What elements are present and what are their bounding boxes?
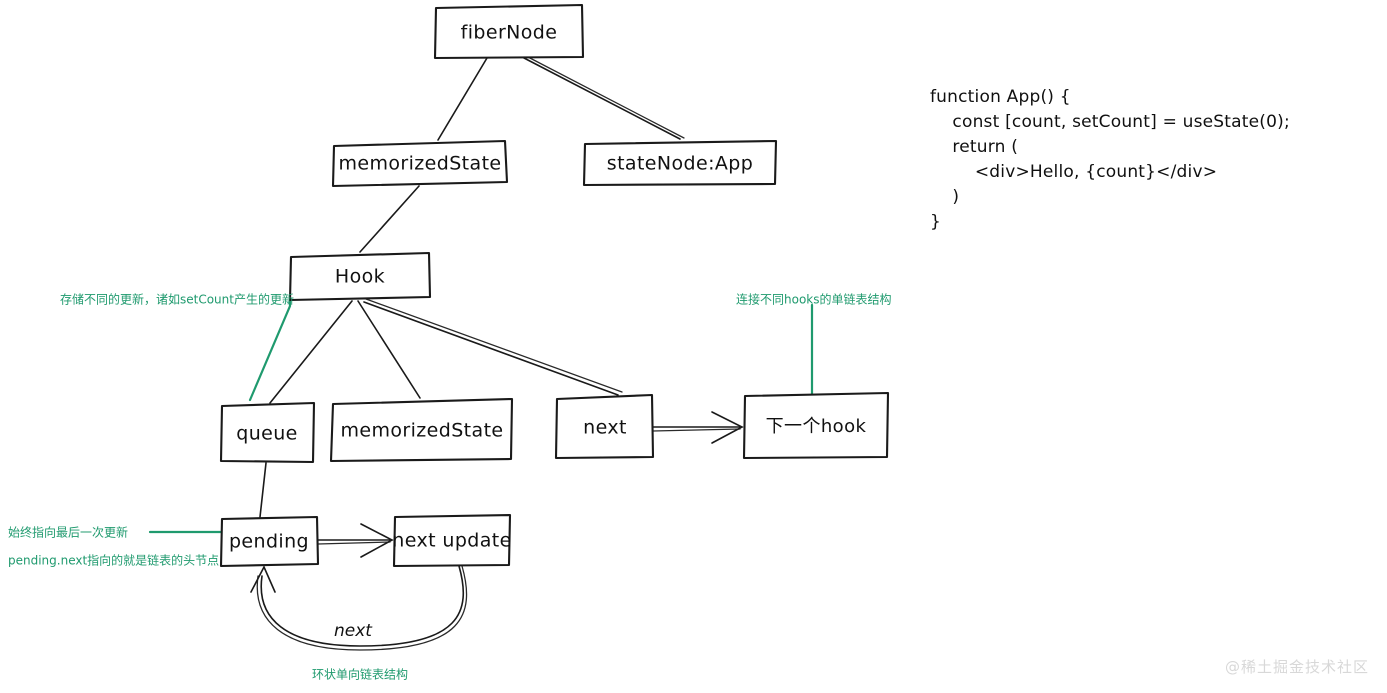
arrowhead-next-nexthook — [711, 411, 744, 444]
node-memorizedstate-top-label: memorizedState — [338, 153, 501, 175]
edge-fibernode-statenode-shadow — [527, 56, 685, 139]
node-fibernode-label: fiberNode — [461, 22, 558, 44]
node-hook[interactable]: Hook — [288, 251, 432, 302]
node-next-outline — [554, 393, 655, 460]
code-snippet: function App() { const [count, setCount]… — [930, 87, 1290, 232]
node-hook-outline — [288, 251, 432, 302]
node-statenode-app-outline — [582, 139, 778, 187]
edge-hook-next — [363, 301, 619, 396]
node-queue-outline — [219, 401, 316, 464]
node-pending-outline — [219, 515, 320, 568]
node-next-update-outline — [392, 513, 512, 568]
edge-next-nexthook-shadow — [652, 428, 741, 432]
edge-fibernode-memorizedstate — [437, 57, 488, 141]
edge-hook-memorizedstate — [357, 300, 421, 399]
node-next-update[interactable]: next update — [392, 513, 512, 568]
edge-pending-nextupdate-shadow — [317, 541, 391, 545]
node-queue[interactable]: queue — [219, 401, 316, 464]
node-next[interactable]: next — [554, 393, 655, 460]
arrowhead-pending-nextupdate — [360, 523, 394, 558]
annotation-queue-note: 存储不同的更新，诸如setCount产生的更新 — [60, 292, 294, 307]
connector-group — [250, 56, 744, 651]
node-memorizedstate-top-outline — [331, 139, 509, 188]
edge-circular-next — [260, 565, 465, 647]
node-memorizedstate-hook-label: memorizedState — [340, 420, 503, 442]
edge-memorizedstate-hook — [359, 185, 420, 253]
annotation-circular-note: 环状单向链表结构 — [312, 667, 408, 682]
node-statenode-app-label: stateNode:App — [607, 153, 753, 175]
node-pending-label: pending — [229, 531, 309, 553]
edge-label-circular-next: next — [334, 621, 373, 641]
node-next-hook-label: 下一个hook — [766, 416, 867, 437]
node-queue-label: queue — [236, 423, 298, 445]
watermark-label: @稀土掘金技术社区 — [1224, 658, 1369, 676]
edge-hook-queue — [269, 300, 353, 404]
edge-queue-pending — [259, 462, 267, 518]
edge-hook-next-shadow — [365, 298, 623, 393]
node-fibernode[interactable]: fiberNode — [433, 3, 585, 60]
node-pending[interactable]: pending — [219, 515, 320, 568]
annotation-pending-note-line1: 始终指向最后一次更新 — [8, 525, 128, 540]
node-hook-label: Hook — [335, 266, 385, 288]
edge-circular-next-shadow — [256, 565, 468, 651]
arrowhead-circular-next — [250, 565, 276, 593]
node-next-hook-outline — [742, 391, 890, 460]
node-memorizedstate-top[interactable]: memorizedState — [331, 139, 509, 188]
node-statenode-app[interactable]: stateNode:App — [582, 139, 778, 187]
node-next-update-label: next update — [392, 530, 511, 552]
node-fibernode-outline — [433, 3, 585, 60]
annotation-pending-note-line2: pending.next指向的就是链表的头节点 — [8, 553, 219, 568]
node-next-label: next — [583, 417, 627, 439]
edge-fibernode-statenode — [523, 57, 681, 140]
annotation-next-hook-note: 连接不同hooks的单链表结构 — [736, 292, 892, 307]
node-memorizedstate-hook-outline — [329, 397, 514, 463]
node-next-hook[interactable]: 下一个hook — [742, 391, 890, 460]
node-memorizedstate-hook[interactable]: memorizedState — [329, 397, 514, 463]
